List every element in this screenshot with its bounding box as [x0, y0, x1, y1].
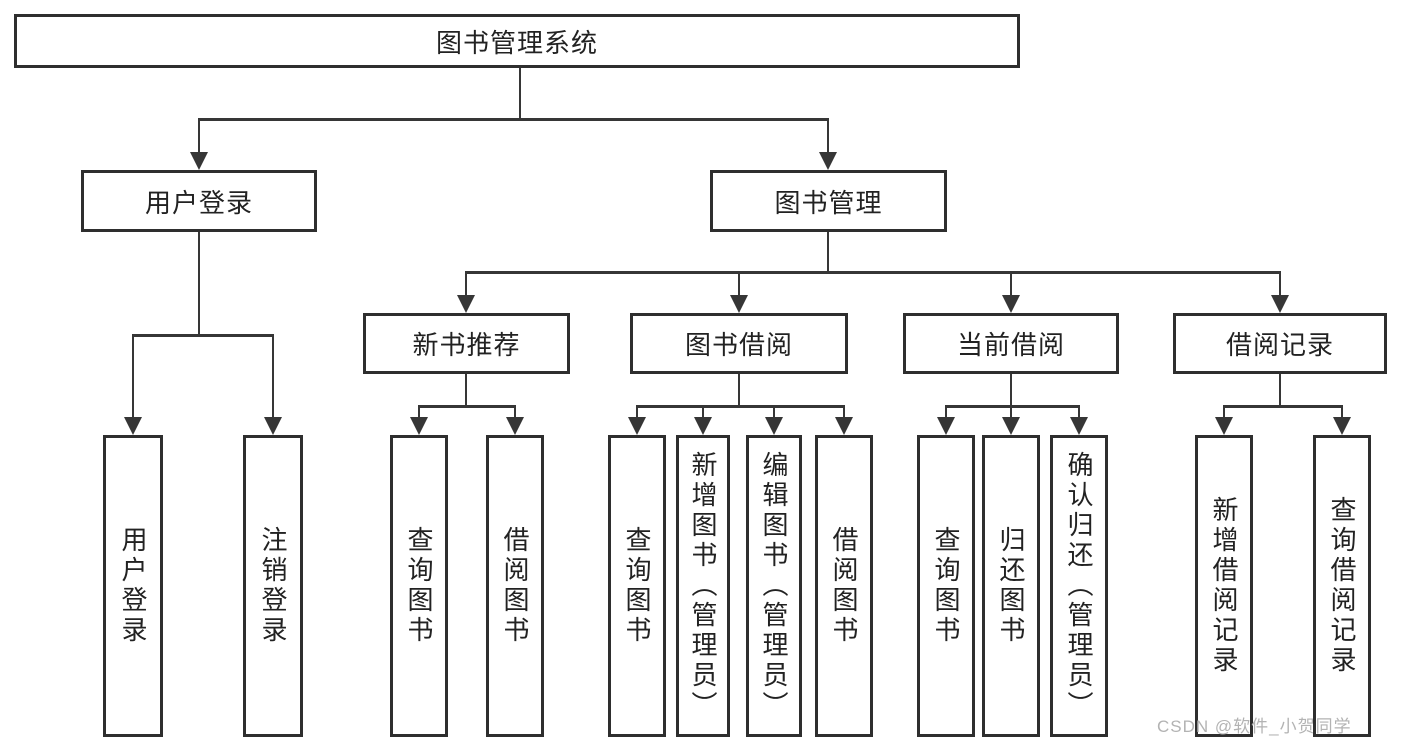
- arrowhead-down-icon: [1002, 295, 1020, 313]
- node-current-borrow: 当前借阅: [903, 313, 1119, 374]
- connector-vline: [198, 119, 200, 156]
- node-root: 图书管理系统: [14, 14, 1020, 68]
- arrowhead-down-icon: [628, 417, 646, 435]
- connector-vline: [773, 406, 775, 421]
- node-label-new-book-rec: 新书推荐: [412, 330, 521, 360]
- connector-vline: [514, 406, 516, 421]
- node-leaf-bb-edit: 编辑图书（管理员）: [746, 435, 802, 737]
- connector-hline: [945, 405, 1080, 408]
- connector-vline: [827, 119, 829, 156]
- node-user-login: 用户登录: [81, 170, 317, 232]
- connector-vline: [827, 232, 829, 272]
- connector-vline: [198, 232, 200, 335]
- node-label-borrow-records: 借阅记录: [1225, 330, 1334, 360]
- connector-vline: [272, 335, 274, 421]
- connector-vline: [465, 272, 467, 299]
- node-label-root: 图书管理系统: [435, 27, 598, 58]
- connector-hline: [1223, 405, 1343, 408]
- arrowhead-down-icon: [124, 417, 142, 435]
- node-leaf-cb-confirm: 确认归还（管理员）: [1050, 435, 1108, 737]
- node-label-leaf-br-query: 查询借阅记录: [1327, 496, 1357, 676]
- csdn-watermark: CSDN @软件_小贺同学: [1157, 717, 1352, 736]
- node-leaf-cb-return: 归还图书: [982, 435, 1040, 737]
- node-label-leaf-nbr-query: 查询图书: [404, 526, 434, 646]
- arrowhead-down-icon: [819, 152, 837, 170]
- connector-vline: [702, 406, 704, 421]
- node-label-leaf-cb-query: 查询图书: [931, 526, 961, 646]
- node-leaf-user-login: 用户登录: [103, 435, 163, 737]
- node-leaf-bb-borrow: 借阅图书: [815, 435, 873, 737]
- connector-vline: [132, 335, 134, 421]
- node-label-leaf-logout: 注销登录: [258, 526, 288, 646]
- connector-vline: [465, 374, 467, 406]
- arrowhead-down-icon: [1002, 417, 1020, 435]
- connector-hline: [198, 118, 829, 121]
- node-new-book-rec: 新书推荐: [363, 313, 570, 374]
- node-label-book-mgmt: 图书管理: [774, 187, 883, 218]
- node-label-leaf-user-login: 用户登录: [118, 526, 148, 646]
- node-leaf-bb-add: 新增图书（管理员）: [676, 435, 730, 737]
- arrowhead-down-icon: [730, 295, 748, 313]
- node-borrow-records: 借阅记录: [1173, 313, 1387, 374]
- node-label-leaf-nbr-borrow: 借阅图书: [500, 526, 530, 646]
- node-label-book-borrow: 图书借阅: [684, 330, 793, 360]
- connector-vline: [843, 406, 845, 421]
- connector-vline: [945, 406, 947, 421]
- node-leaf-cb-query: 查询图书: [917, 435, 975, 737]
- arrowhead-down-icon: [264, 417, 282, 435]
- arrowhead-down-icon: [190, 152, 208, 170]
- node-label-leaf-bb-borrow: 借阅图书: [829, 526, 859, 646]
- connector-hline: [132, 334, 274, 337]
- connector-vline: [1223, 406, 1225, 421]
- arrowhead-down-icon: [410, 417, 428, 435]
- node-label-leaf-bb-query: 查询图书: [622, 526, 652, 646]
- connector-vline: [636, 406, 638, 421]
- arrowhead-down-icon: [835, 417, 853, 435]
- arrowhead-down-icon: [765, 417, 783, 435]
- node-label-leaf-cb-return: 归还图书: [996, 526, 1026, 646]
- connector-hline: [465, 271, 1281, 274]
- node-leaf-br-query: 查询借阅记录: [1313, 435, 1371, 737]
- node-label-leaf-bb-add: 新增图书（管理员）: [688, 451, 718, 721]
- node-label-current-borrow: 当前借阅: [956, 330, 1065, 360]
- node-leaf-bb-query: 查询图书: [608, 435, 666, 737]
- node-label-leaf-bb-edit: 编辑图书（管理员）: [759, 451, 789, 721]
- connector-hline: [418, 405, 516, 408]
- connector-vline: [738, 374, 740, 406]
- node-leaf-logout: 注销登录: [243, 435, 303, 737]
- connector-vline: [738, 272, 740, 299]
- node-leaf-nbr-query: 查询图书: [390, 435, 448, 737]
- connector-vline: [1010, 374, 1012, 406]
- node-label-user-login: 用户登录: [144, 187, 253, 218]
- arrowhead-down-icon: [506, 417, 524, 435]
- node-label-leaf-br-add: 新增借阅记录: [1209, 496, 1239, 676]
- connector-vline: [1010, 406, 1012, 421]
- connector-vline: [1078, 406, 1080, 421]
- arrowhead-down-icon: [1215, 417, 1233, 435]
- arrowhead-down-icon: [694, 417, 712, 435]
- arrowhead-down-icon: [1271, 295, 1289, 313]
- node-book-borrow: 图书借阅: [630, 313, 848, 374]
- arrowhead-down-icon: [1070, 417, 1088, 435]
- connector-vline: [418, 406, 420, 421]
- arrowhead-down-icon: [1333, 417, 1351, 435]
- node-leaf-nbr-borrow: 借阅图书: [486, 435, 544, 737]
- node-book-mgmt: 图书管理: [710, 170, 947, 232]
- node-leaf-br-add: 新增借阅记录: [1195, 435, 1253, 737]
- connector-hline: [636, 405, 845, 408]
- connector-vline: [1341, 406, 1343, 421]
- arrowhead-down-icon: [457, 295, 475, 313]
- connector-vline: [1010, 272, 1012, 299]
- node-label-leaf-cb-confirm: 确认归还（管理员）: [1064, 451, 1094, 721]
- connector-vline: [519, 68, 521, 119]
- connector-vline: [1279, 374, 1281, 406]
- connector-vline: [1279, 272, 1281, 299]
- arrowhead-down-icon: [937, 417, 955, 435]
